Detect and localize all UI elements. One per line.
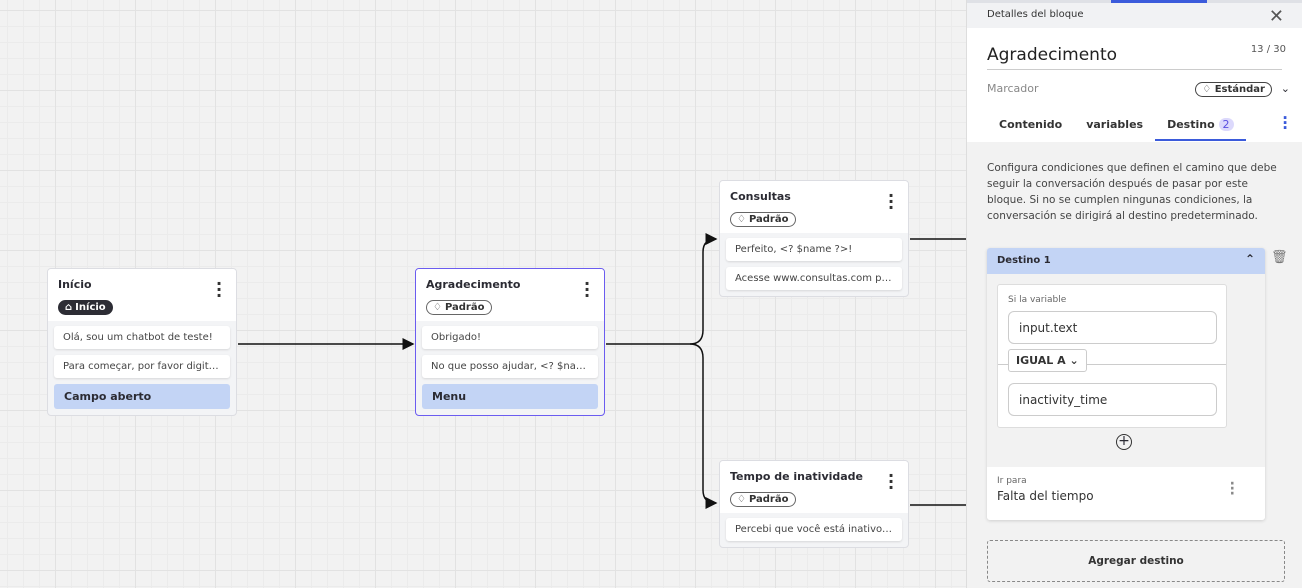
tag-icon: ♢ [737, 214, 746, 225]
node-inicio[interactable]: Início ··· ⌂Início Olá, sou um chatbot d… [47, 268, 237, 416]
flow-edges [238, 233, 966, 509]
more-options-icon[interactable]: ··· [1229, 476, 1235, 502]
destination-card: Destino 1 ⌃ Si la variable input.text IGU… [987, 248, 1265, 520]
input-item[interactable]: Menu [422, 384, 598, 409]
count-badge: 2 [1218, 118, 1234, 131]
add-destination-button[interactable]: Agregar destino [987, 540, 1285, 582]
tag-icon: ♢ [433, 302, 442, 313]
tag-label: Padrão [444, 302, 485, 313]
node-tag: ♢Padrão [730, 492, 796, 507]
node-title: Tempo de inatividade [730, 470, 864, 483]
operator-value: IGUAL A [1016, 354, 1066, 367]
more-options-icon[interactable]: ··· [888, 186, 895, 217]
block-name-input[interactable]: Agradecimento [987, 45, 1282, 70]
flow-canvas[interactable]: Início ··· ⌂Início Olá, sou um chatbot d… [0, 0, 966, 588]
active-indicator [1111, 0, 1207, 3]
marker-select[interactable]: ♢ Estándar [1195, 82, 1272, 97]
input-item[interactable]: Campo aberto [54, 384, 230, 409]
block-details-panel: Detalles del bloque ✕ Agradecimento 13 /… [966, 0, 1302, 588]
tag-icon: ♢ [737, 494, 746, 505]
tag-label: Padrão [748, 214, 789, 225]
message-item[interactable]: Acesse www.consultas.com par... [726, 267, 902, 290]
home-icon: ⌂ [65, 302, 73, 313]
node-tag: ♢Padrão [730, 212, 796, 227]
node-title: Início [58, 278, 92, 291]
more-options-icon[interactable]: ··· [584, 274, 591, 305]
chevron-up-icon[interactable]: ⌃ [1244, 252, 1255, 266]
tab-contenido[interactable]: Contenido [999, 118, 1063, 131]
node-title: Agradecimento [426, 278, 521, 291]
condition-label: Si la variable [1008, 295, 1067, 305]
chevron-down-icon[interactable]: ⌄ [1280, 82, 1290, 95]
goto-label: Ir para [997, 476, 1027, 486]
tab-label: Destino [1167, 118, 1215, 131]
tab-destino[interactable]: Destino 2 [1155, 116, 1246, 141]
char-count: 13 / 30 [1250, 44, 1286, 55]
more-options-icon[interactable]: ··· [1282, 109, 1288, 137]
more-options-icon[interactable]: ··· [216, 274, 223, 305]
marker-label: Marcador [987, 82, 1039, 95]
node-tempo-inatividade[interactable]: Tempo de inatividade ··· ♢Padrão Percebi… [719, 460, 909, 548]
node-tag: ♢Padrão [426, 300, 492, 315]
node-consultas[interactable]: Consultas ··· ♢Padrão Perfeito, <? $name… [719, 180, 909, 297]
tag-label: Padrão [748, 494, 789, 505]
message-item[interactable]: Para começar, por favor digite o ... [54, 355, 230, 378]
trash-icon[interactable]: 🗑 [1271, 250, 1288, 265]
add-condition-icon[interactable]: + [1116, 434, 1132, 450]
value-input[interactable]: inactivity_time [1008, 383, 1217, 416]
more-options-icon[interactable]: ··· [888, 466, 895, 497]
edge-agradecimento-consultas [606, 233, 718, 345]
node-agradecimento[interactable]: Agradecimento ··· ♢Padrão Obrigado! No q… [415, 268, 605, 416]
node-tag: ⌂Início [58, 300, 113, 315]
message-item[interactable]: No que posso ajudar, <? $name ... [422, 355, 598, 378]
message-item[interactable]: Obrigado! [422, 326, 598, 349]
destination-header[interactable]: Destino 1 ⌃ [987, 248, 1265, 274]
tab-variables[interactable]: variables [1086, 118, 1144, 131]
goto-value: Falta del tiempo [997, 489, 1094, 503]
chevron-down-icon: ⌄ [1069, 354, 1079, 367]
edge-agradecimento-tempo [689, 343, 718, 509]
panel-header: Detalles del bloque [987, 9, 1084, 20]
variable-input[interactable]: input.text [1008, 311, 1217, 344]
destination-description: Configura condiciones que definen el cam… [987, 162, 1277, 222]
divider [998, 364, 1226, 365]
message-item[interactable]: Percebi que você está inativo. C... [726, 518, 902, 541]
message-item[interactable]: Perfeito, <? $name ?>! [726, 238, 902, 261]
tag-label: Início [75, 302, 106, 313]
close-icon[interactable]: ✕ [1268, 6, 1284, 27]
goto-select[interactable]: Ir para Falta del tiempo ··· [987, 467, 1265, 520]
message-item[interactable]: Olá, sou um chatbot de teste! [54, 326, 230, 349]
tag-icon: ♢ [1202, 84, 1215, 95]
operator-select[interactable]: IGUAL A ⌄ [1008, 349, 1087, 372]
destination-title: Destino 1 [997, 255, 1051, 266]
node-title: Consultas [730, 190, 791, 203]
condition-box: Si la variable input.text IGUAL A ⌄ inac… [997, 284, 1227, 428]
marker-value: Estándar [1214, 84, 1265, 95]
